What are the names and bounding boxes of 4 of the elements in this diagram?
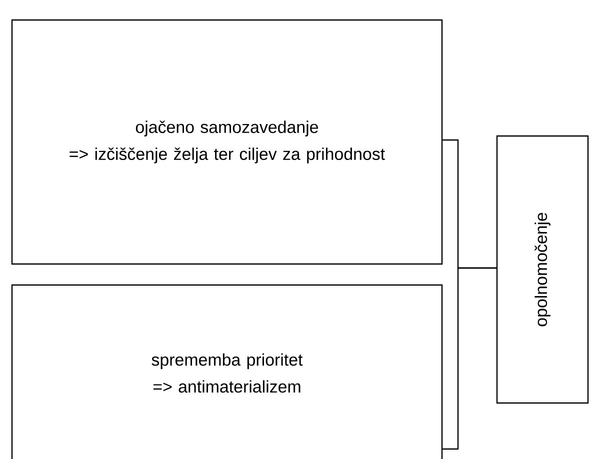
connector-line [442,267,496,450]
text-box: ojačeno samozavedanje => izčiščenje želja ter ciljev za prihodnost [11,19,443,265]
text-box: sprememba prioritet => antimaterializem [11,284,443,459]
text-box: opolnomočenje [496,135,589,404]
